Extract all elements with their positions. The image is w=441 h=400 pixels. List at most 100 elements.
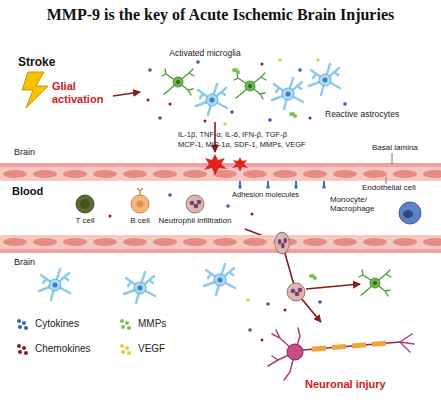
blood-vessel: BloodT cellB cellNeutrophil infiltration… bbox=[0, 163, 441, 253]
chemokine-dot bbox=[204, 120, 207, 123]
cytokine-dot bbox=[343, 102, 347, 106]
legend-swatch bbox=[120, 319, 124, 323]
vegf-dot bbox=[316, 58, 319, 61]
blood-cell bbox=[76, 188, 421, 301]
neuron-cell: Neuronal injury bbox=[265, 322, 435, 392]
diagram-title: MMP-9 is the key of Acute Ischemic Brain… bbox=[0, 6, 441, 24]
node-text: Neutrophil infiltration bbox=[145, 216, 245, 225]
chemokine-dot bbox=[284, 309, 287, 312]
glial-cell bbox=[309, 64, 340, 95]
glial-cell bbox=[272, 78, 303, 109]
lightning-bolt bbox=[22, 72, 48, 108]
vessel-wall bbox=[0, 235, 441, 249]
part-label: Basal lamina bbox=[372, 143, 418, 152]
adhesion-molecule bbox=[238, 181, 326, 189]
damage-burst bbox=[232, 157, 248, 172]
glial-cell bbox=[359, 270, 391, 296]
vessel-wall bbox=[0, 235, 441, 249]
b-cell: B cell bbox=[120, 190, 160, 230]
chemokine-dot bbox=[147, 99, 150, 102]
cytokine-dot bbox=[248, 328, 252, 332]
cytokine-dot bbox=[230, 110, 234, 114]
vessel-wall bbox=[0, 249, 441, 253]
neuron-symbol bbox=[312, 348, 326, 349]
legend-swatch bbox=[17, 344, 21, 348]
glial-cell bbox=[234, 73, 266, 99]
blood-cell bbox=[80, 199, 90, 209]
adhesion-molecule bbox=[238, 185, 242, 189]
vessel-wall bbox=[0, 163, 441, 253]
legend-text: VEGF bbox=[138, 343, 165, 354]
part-label: Endothelial cell bbox=[362, 183, 416, 192]
lightning-bolt bbox=[22, 72, 48, 108]
adhesion-molecule bbox=[294, 185, 298, 189]
flow-arrow bbox=[113, 92, 140, 96]
cytokine-dot bbox=[196, 60, 200, 64]
blood-cell bbox=[399, 202, 421, 224]
mmp-blob bbox=[313, 276, 317, 280]
leader-line bbox=[386, 153, 392, 184]
event-label: Stroke bbox=[18, 56, 55, 70]
flow-arrow bbox=[306, 284, 360, 289]
cytokine-dot bbox=[148, 68, 152, 72]
node-text: T cell bbox=[65, 216, 105, 225]
chemokine-dot bbox=[261, 63, 264, 66]
cytokine-dot bbox=[148, 60, 347, 332]
blood-cell bbox=[403, 210, 413, 218]
node-text: Activated microglia bbox=[145, 49, 265, 59]
region-label: Brain bbox=[14, 147, 35, 157]
legend-text: Chemokines bbox=[35, 343, 91, 354]
legend-text: MMPs bbox=[138, 318, 166, 329]
legend-entry: VEGF bbox=[118, 343, 165, 354]
chemokine-dot bbox=[109, 215, 112, 218]
vegf-dot bbox=[223, 58, 319, 301]
mediator-list: IL-1β, TNF-α, IL-6, IFN-β, TGF-β bbox=[178, 131, 287, 140]
vessel-wall bbox=[0, 167, 441, 181]
leader-line bbox=[392, 153, 393, 164]
part-label: Adhesion molecules bbox=[232, 191, 299, 200]
neutrophil-cell: Neutrophil infiltration bbox=[145, 190, 245, 230]
neuron-symbol bbox=[332, 347, 346, 348]
cytokine-dot bbox=[318, 300, 322, 304]
cytokine-dot bbox=[226, 204, 230, 208]
cytokine-dot bbox=[268, 118, 272, 122]
mmp-blob bbox=[293, 114, 297, 118]
node-text: Neuronal injury bbox=[305, 378, 386, 391]
node-text: Reactive astrocytes bbox=[325, 110, 399, 120]
blood-cell bbox=[131, 195, 149, 213]
t-cell: T cell bbox=[65, 190, 105, 230]
neuron-symbol bbox=[372, 343, 386, 344]
vessel-wall bbox=[0, 167, 441, 181]
blood-cell bbox=[137, 188, 143, 195]
process-label: Glial activation bbox=[52, 80, 114, 105]
blood-cell bbox=[137, 201, 144, 208]
chemokine-dot bbox=[251, 213, 254, 216]
node-text: Monocyte/ Macrophage bbox=[330, 195, 382, 213]
cytokine-dot bbox=[266, 302, 270, 306]
legend-text: Cytokines bbox=[35, 318, 79, 329]
mmp-blob bbox=[236, 70, 240, 74]
damage-burst bbox=[204, 154, 248, 175]
glial-cell bbox=[162, 69, 194, 95]
glial-cell bbox=[124, 272, 155, 303]
cytokine-dot bbox=[158, 116, 162, 120]
chemokine-dot bbox=[109, 63, 312, 342]
legend-swatch bbox=[17, 319, 21, 323]
region-label: Brain bbox=[14, 257, 35, 267]
vegf-dot bbox=[278, 58, 281, 61]
vegf-dot bbox=[223, 122, 226, 125]
glial-cell bbox=[204, 264, 235, 295]
cytokine-dot bbox=[298, 68, 302, 72]
astrocyte-cluster: Reactive astrocytes bbox=[270, 62, 430, 124]
neuron-symbol bbox=[400, 334, 414, 352]
blood-cell bbox=[186, 195, 204, 213]
glial-cell bbox=[39, 64, 391, 303]
legend-entry: MMPs bbox=[118, 318, 166, 329]
node-text: B cell bbox=[120, 216, 160, 225]
leader-line bbox=[386, 177, 387, 184]
glial-cell bbox=[196, 84, 227, 115]
blood-cell bbox=[287, 283, 305, 301]
